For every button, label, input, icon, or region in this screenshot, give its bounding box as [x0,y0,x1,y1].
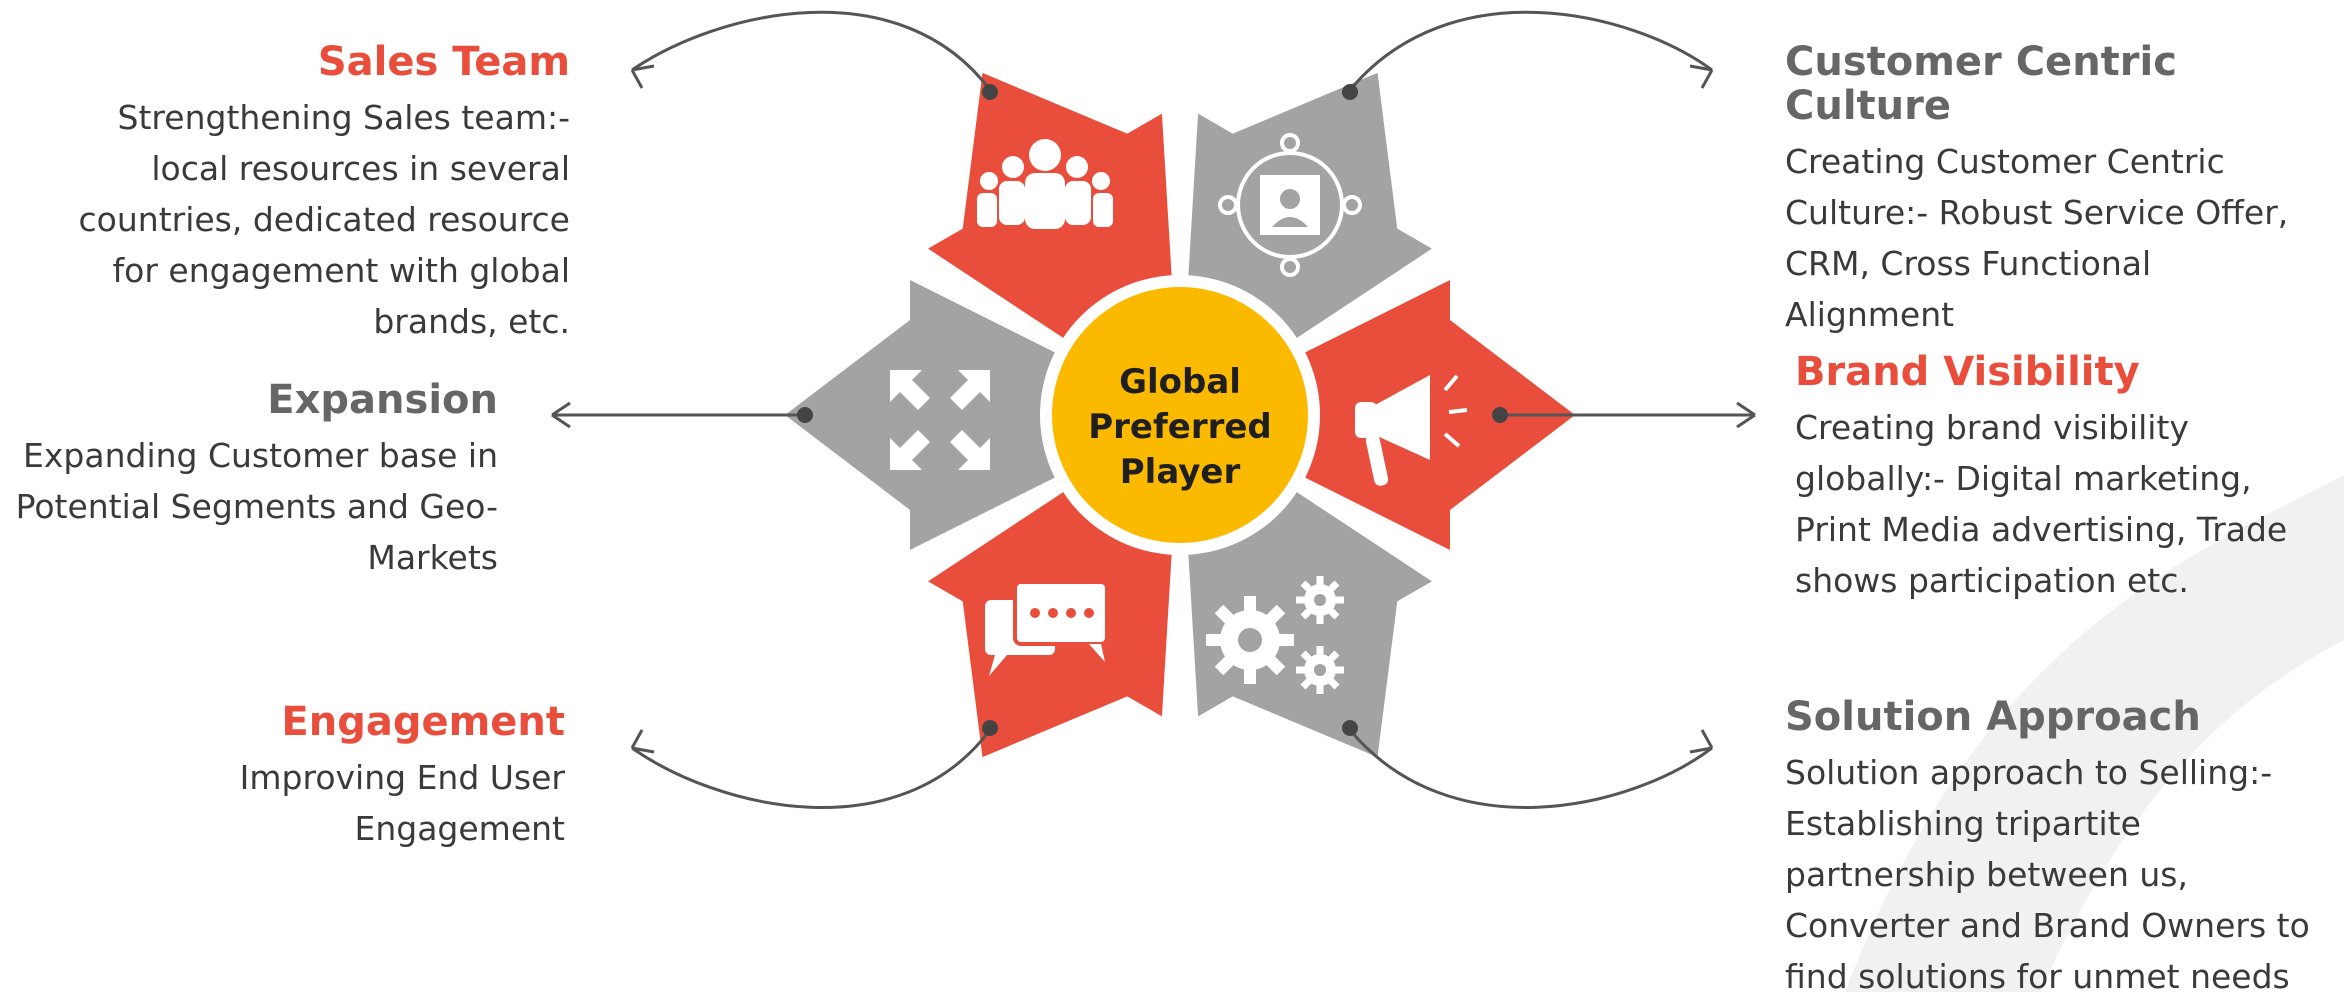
connector-dots [797,84,1508,736]
center-label: Global Preferred Player [1088,362,1272,492]
connectors [551,10,1756,809]
megaphone-icon [1355,374,1468,486]
sales-team-description: Strengthening Sales team:- local resourc… [78,98,570,341]
block-customer-centric: Customer Centric Culture Creating Custom… [1785,40,2325,340]
solution-approach-description: Solution approach to Selling:- Establish… [1785,753,2310,996]
center-core [1052,287,1308,543]
expansion-description: Expanding Customer base in Potential Seg… [15,436,498,577]
expansion-title: Expansion [267,377,498,423]
brand-visibility-description: Creating brand visibility globally:- Dig… [1795,408,2288,600]
expand-arrows-icon [890,370,990,470]
customer-target-icon [1218,133,1362,277]
engagement-title: Engagement [281,699,565,745]
block-sales-team: Sales Team Strengthening Sales team:- lo… [30,40,570,347]
engagement-description: Improving End User Engagement [239,758,565,848]
block-brand-visibility: Brand Visibility Creating brand visibili… [1795,350,2335,606]
chat-bubbles-icon [985,580,1109,676]
solution-approach-title: Solution Approach [1785,694,2201,740]
customer-centric-title: Customer Centric Culture [1785,39,2177,129]
gears-icon [1206,576,1344,694]
block-engagement: Engagement Improving End User Engagement [200,700,565,854]
block-expansion: Expansion Expanding Customer base in Pot… [0,378,498,583]
sales-team-title: Sales Team [317,39,570,85]
block-solution-approach: Solution Approach Solution approach to S… [1785,695,2325,1002]
brand-visibility-title: Brand Visibility [1795,349,2140,395]
people-group-icon [977,139,1113,229]
customer-centric-description: Creating Customer Centric Culture:- Robu… [1785,142,2289,334]
arrow-expansion [785,280,1180,550]
